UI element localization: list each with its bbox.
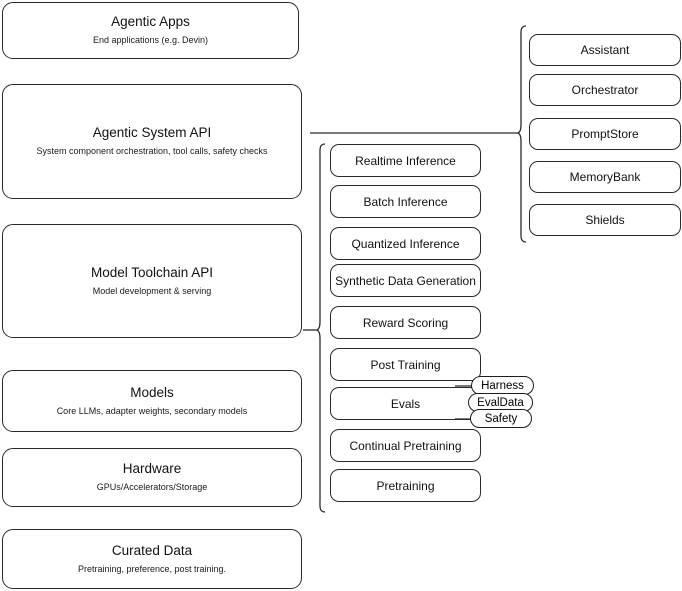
eval-pill-safety[interactable]: Safety	[470, 409, 532, 428]
layer-curated-data[interactable]: Curated Data Pretraining, preference, po…	[2, 529, 302, 589]
layer-title: Agentic System API	[92, 125, 212, 141]
brace-toolchain-capabilities	[315, 143, 326, 513]
layer-models[interactable]: Models Core LLMs, adapter weights, secon…	[2, 370, 302, 432]
capability-pretraining[interactable]: Pretraining	[330, 469, 481, 502]
capability-evals[interactable]: Evals	[330, 387, 481, 420]
layer-title: Model Toolchain API	[90, 264, 214, 280]
capability-continual-pretraining[interactable]: Continual Pretraining	[330, 429, 481, 462]
capability-reward-scoring[interactable]: Reward Scoring	[330, 306, 481, 339]
layer-subtitle: GPUs/Accelerators/Storage	[96, 482, 208, 493]
layer-title: Agentic Apps	[111, 14, 190, 30]
layer-title: Curated Data	[111, 542, 193, 558]
system-component-promptstore[interactable]: PromptStore	[529, 118, 681, 150]
layer-hardware[interactable]: Hardware GPUs/Accelerators/Storage	[2, 448, 302, 507]
capability-realtime-inference[interactable]: Realtime Inference	[330, 144, 481, 177]
layer-subtitle: System component orchestration, tool cal…	[36, 146, 268, 157]
capability-quantized-inference[interactable]: Quantized Inference	[330, 227, 481, 260]
brace-system-components	[516, 25, 527, 243]
layer-subtitle: End applications (e.g. Devin)	[92, 35, 209, 46]
system-component-assistant[interactable]: Assistant	[529, 34, 681, 66]
layer-title: Hardware	[122, 461, 182, 477]
system-component-memorybank[interactable]: MemoryBank	[529, 161, 681, 193]
capability-batch-inference[interactable]: Batch Inference	[330, 185, 481, 218]
system-component-orchestrator[interactable]: Orchestrator	[529, 74, 681, 106]
layer-subtitle: Core LLMs, adapter weights, secondary mo…	[56, 405, 248, 416]
layer-agentic-system-api[interactable]: Agentic System API System component orch…	[2, 84, 302, 199]
layer-subtitle: Pretraining, preference, post training.	[77, 563, 227, 574]
capability-post-training[interactable]: Post Training	[330, 348, 481, 381]
layer-subtitle: Model development & serving	[92, 285, 212, 296]
layer-model-toolchain-api[interactable]: Model Toolchain API Model development & …	[2, 224, 302, 338]
system-component-shields[interactable]: Shields	[529, 204, 681, 236]
layer-agentic-apps[interactable]: Agentic Apps End applications (e.g. Devi…	[2, 2, 299, 59]
capability-synthetic-data-generation[interactable]: Synthetic Data Generation	[330, 264, 481, 297]
layer-title: Models	[130, 384, 174, 400]
eval-pill-evaldata[interactable]: EvalData	[468, 393, 533, 412]
